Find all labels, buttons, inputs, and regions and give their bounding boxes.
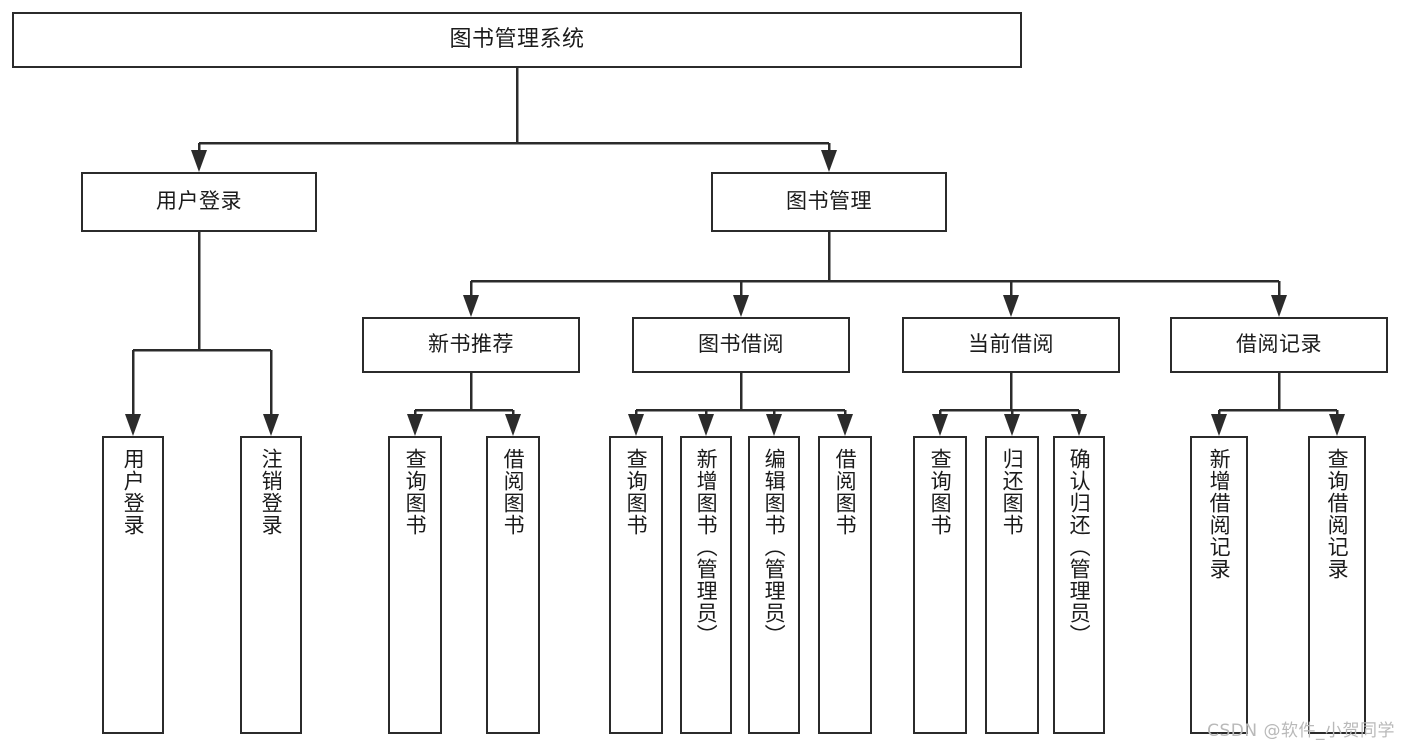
node-leaf-logout[interactable]: 注销登录 — [240, 436, 302, 734]
arrow-head-icon — [125, 414, 141, 436]
node-label: 归还图书 — [1000, 448, 1025, 536]
node-label: 查询图书 — [624, 448, 649, 536]
node-leaf-bw-edit[interactable]: 编辑图书（管理员） — [748, 436, 800, 734]
node-label: 编辑图书（管理员） — [762, 448, 787, 646]
arrow-head-icon — [407, 414, 423, 436]
arrow-head-icon — [1004, 414, 1020, 436]
arrow-head-icon — [263, 414, 279, 436]
arrow-head-icon — [1329, 414, 1345, 436]
node-leaf-login[interactable]: 用户登录 — [102, 436, 164, 734]
node-newbook[interactable]: 新书推荐 — [362, 317, 580, 373]
node-label: 借阅记录 — [1236, 332, 1322, 357]
node-leaf-bw-query[interactable]: 查询图书 — [609, 436, 663, 734]
node-label: 图书管理 — [786, 189, 872, 214]
arrow-head-icon — [733, 295, 749, 317]
node-label: 用户登录 — [121, 448, 146, 536]
node-label: 用户登录 — [156, 189, 242, 214]
node-bookmgmt[interactable]: 图书管理 — [711, 172, 947, 232]
arrow-head-icon — [1071, 414, 1087, 436]
node-leaf-rc-query[interactable]: 查询借阅记录 — [1308, 436, 1366, 734]
node-label: 注销登录 — [259, 448, 284, 536]
node-leaf-cb-return[interactable]: 归还图书 — [985, 436, 1039, 734]
node-leaf-cb-confirm[interactable]: 确认归还（管理员） — [1053, 436, 1105, 734]
arrow-head-icon — [463, 295, 479, 317]
node-label: 新书推荐 — [428, 332, 514, 357]
node-label: 确认归还（管理员） — [1067, 448, 1092, 646]
node-leaf-nb-query[interactable]: 查询图书 — [388, 436, 442, 734]
node-leaf-rc-add[interactable]: 新增借阅记录 — [1190, 436, 1248, 734]
node-label: 新增图书（管理员） — [694, 448, 719, 646]
arrow-head-icon — [1003, 295, 1019, 317]
node-current[interactable]: 当前借阅 — [902, 317, 1120, 373]
node-label: 查询图书 — [928, 448, 953, 536]
arrow-head-icon — [837, 414, 853, 436]
node-label: 新增借阅记录 — [1207, 448, 1232, 580]
arrow-head-icon — [505, 414, 521, 436]
node-record[interactable]: 借阅记录 — [1170, 317, 1388, 373]
arrow-head-icon — [932, 414, 948, 436]
arrow-head-icon — [191, 150, 207, 172]
node-label: 当前借阅 — [968, 332, 1054, 357]
node-label: 借阅图书 — [501, 448, 526, 536]
node-leaf-nb-borrow[interactable]: 借阅图书 — [486, 436, 540, 734]
node-root[interactable]: 图书管理系统 — [12, 12, 1022, 68]
node-label: 借阅图书 — [833, 448, 858, 536]
arrow-head-icon — [1271, 295, 1287, 317]
node-label: 查询借阅记录 — [1325, 448, 1350, 580]
arrow-head-icon — [698, 414, 714, 436]
node-label: 图书管理系统 — [449, 26, 585, 52]
arrow-head-icon — [766, 414, 782, 436]
node-login[interactable]: 用户登录 — [81, 172, 317, 232]
watermark: CSDN @软件_小贺同学 — [1207, 721, 1395, 741]
arrow-head-icon — [821, 150, 837, 172]
arrow-head-icon — [628, 414, 644, 436]
node-label: 图书借阅 — [698, 332, 784, 357]
node-borrow[interactable]: 图书借阅 — [632, 317, 850, 373]
node-label: 查询图书 — [403, 448, 428, 536]
node-leaf-bw-borrow[interactable]: 借阅图书 — [818, 436, 872, 734]
node-leaf-bw-add[interactable]: 新增图书（管理员） — [680, 436, 732, 734]
node-leaf-cb-query[interactable]: 查询图书 — [913, 436, 967, 734]
arrow-head-icon — [1211, 414, 1227, 436]
